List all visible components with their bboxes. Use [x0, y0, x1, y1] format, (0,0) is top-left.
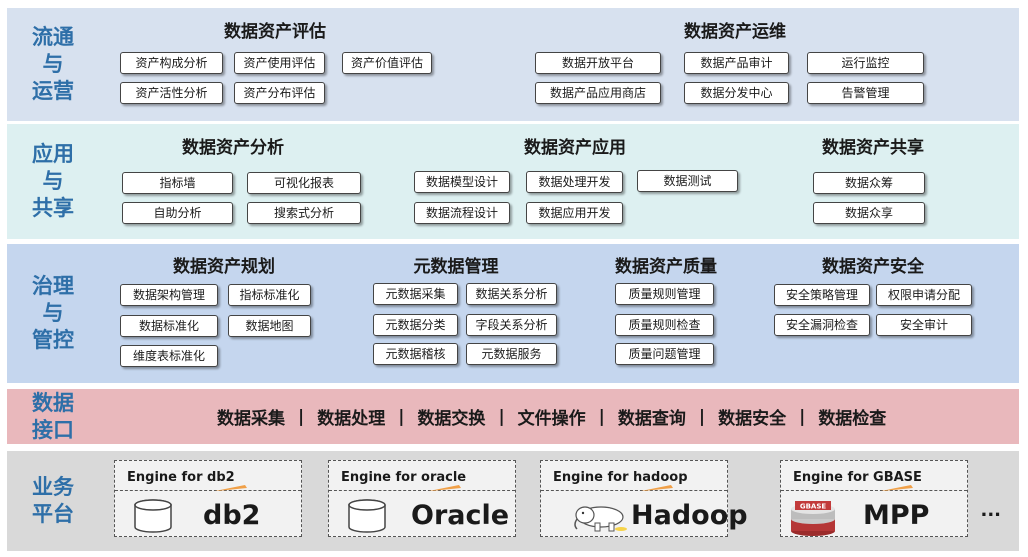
- section-title-evaluation: 数据资产评估: [224, 22, 326, 42]
- box-run-monitor[interactable]: 运行监控: [807, 52, 924, 74]
- more-ellipsis: ...: [980, 500, 1001, 521]
- band-circulation-operation: 流通 与 运营 数据资产评估 资产构成分析 资产使用评估 资产价值评估 资产活性…: [7, 8, 1019, 121]
- box-self-analysis[interactable]: 自助分析: [122, 202, 233, 224]
- box-metadata-classify[interactable]: 元数据分类: [373, 314, 458, 336]
- interface-item[interactable]: 数据处理: [317, 409, 386, 429]
- section-title-operation: 数据资产运维: [684, 22, 786, 42]
- engine-name: db2: [203, 500, 261, 531]
- interface-item[interactable]: 数据查询: [617, 409, 686, 429]
- box-policy-mgmt[interactable]: 安全策略管理: [774, 284, 870, 306]
- box-security-audit[interactable]: 安全审计: [876, 314, 972, 336]
- database-cylinder-icon: [348, 499, 386, 533]
- box-vuln-check[interactable]: 安全漏洞检查: [774, 314, 870, 336]
- band-label: 治理 与 管控: [32, 274, 74, 352]
- box-asset-value[interactable]: 资产价值评估: [342, 52, 432, 74]
- engine-name: Oracle: [411, 500, 510, 531]
- box-dimension-standard[interactable]: 维度表标准化: [120, 345, 218, 367]
- box-quality-rule-check[interactable]: 质量规则检查: [615, 314, 714, 336]
- box-crowdsharing[interactable]: 数据众享: [813, 202, 925, 224]
- engine-hadoop[interactable]: Engine for hadoop Hadoop: [540, 460, 748, 537]
- box-asset-distribution[interactable]: 资产分布评估: [234, 82, 325, 104]
- interface-item[interactable]: 文件操作: [517, 409, 586, 429]
- section-title-planning: 数据资产规划: [173, 257, 275, 277]
- database-cylinder-icon: [134, 499, 172, 533]
- box-alarm-management[interactable]: 告警管理: [807, 82, 924, 104]
- interface-item[interactable]: 数据检查: [818, 409, 887, 429]
- box-field-relation[interactable]: 字段关系分析: [466, 314, 557, 336]
- box-app-dev[interactable]: 数据应用开发: [526, 202, 623, 224]
- box-open-platform[interactable]: 数据开放平台: [535, 52, 661, 74]
- section-title-share: 数据资产共享: [822, 138, 924, 158]
- band-label: 应用 与 共享: [32, 142, 74, 220]
- engine-label: Engine for GBASE: [793, 470, 922, 485]
- interface-item[interactable]: 数据安全: [718, 409, 787, 429]
- band-label: 数据 接口: [32, 390, 74, 442]
- box-asset-composition[interactable]: 资产构成分析: [120, 52, 223, 74]
- band-label: 业务 平台: [32, 475, 74, 526]
- engine-gbase[interactable]: Engine for GBASE GBASE MPP: [780, 460, 968, 537]
- box-quality-issue-mgmt[interactable]: 质量问题管理: [615, 343, 714, 365]
- section-title-analysis: 数据资产分析: [182, 138, 284, 158]
- svg-text:GBASE: GBASE: [800, 503, 827, 511]
- gbase-stack-icon: GBASE: [791, 501, 835, 536]
- engine-oracle[interactable]: Engine for oracle Oracle: [328, 460, 516, 537]
- separator: |: [698, 406, 706, 427]
- box-relation-analysis[interactable]: 数据关系分析: [466, 283, 557, 305]
- engine-name: Hadoop: [631, 500, 748, 531]
- band-application-sharing: 应用 与 共享 数据资产分析 指标墙 可视化报表 自助分析 搜索式分析 数据资产…: [7, 124, 1019, 239]
- box-quality-rule-mgmt[interactable]: 质量规则管理: [615, 283, 714, 305]
- engine-label: Engine for oracle: [341, 470, 467, 485]
- box-distribution-center[interactable]: 数据分发中心: [684, 82, 789, 104]
- box-data-test[interactable]: 数据测试: [637, 170, 738, 192]
- box-permission-apply[interactable]: 权限申请分配: [876, 284, 972, 306]
- engine-label: Engine for hadoop: [553, 470, 688, 485]
- band-business-platform: 业务 平台 Engine for db2 db2 Engine for orac…: [7, 451, 1019, 551]
- box-asset-usage[interactable]: 资产使用评估: [234, 52, 325, 74]
- box-metadata-service[interactable]: 元数据服务: [466, 343, 557, 365]
- box-indicator-wall[interactable]: 指标墙: [122, 172, 233, 194]
- box-data-standard[interactable]: 数据标准化: [120, 315, 218, 337]
- interface-item[interactable]: 数据交换: [417, 409, 486, 429]
- separator: |: [598, 406, 605, 427]
- box-search-analysis[interactable]: 搜索式分析: [247, 202, 361, 224]
- separator: |: [398, 406, 405, 427]
- arrow-icon: [429, 485, 461, 491]
- box-product-audit[interactable]: 数据产品审计: [684, 52, 789, 74]
- box-asset-activity[interactable]: 资产活性分析: [120, 82, 223, 104]
- box-app-store[interactable]: 数据产品应用商店: [535, 82, 661, 104]
- box-visual-report[interactable]: 可视化报表: [247, 172, 361, 194]
- band-governance-control: 治理 与 管控 数据资产规划 数据架构管理 指标标准化 数据标准化 数据地图 维…: [7, 244, 1019, 383]
- interface-list: 数据采集 | 数据处理 | 数据交换 | 文件操作 | 数据查询 | 数据安全 …: [217, 389, 886, 444]
- separator: |: [298, 406, 305, 427]
- hadoop-elephant-icon: [574, 506, 627, 532]
- arrow-icon: [881, 485, 913, 491]
- box-indicator-standard[interactable]: 指标标准化: [228, 284, 311, 306]
- separator: |: [498, 406, 505, 427]
- box-crowdfunding[interactable]: 数据众筹: [813, 172, 925, 194]
- interface-item[interactable]: 数据采集: [217, 409, 285, 429]
- box-flow-design[interactable]: 数据流程设计: [414, 202, 510, 224]
- section-title-quality: 数据资产质量: [615, 257, 717, 277]
- box-architecture-mgmt[interactable]: 数据架构管理: [120, 284, 218, 306]
- engine-db2[interactable]: Engine for db2 db2: [114, 460, 302, 537]
- band-label: 流通 与 运营: [32, 25, 74, 103]
- arrow-icon: [215, 485, 247, 491]
- engine-name: MPP: [863, 500, 930, 531]
- box-metadata-audit[interactable]: 元数据稽核: [373, 343, 458, 365]
- box-data-map[interactable]: 数据地图: [228, 315, 311, 337]
- box-metadata-collect[interactable]: 元数据采集: [373, 283, 458, 305]
- band-data-interface: 数据 接口 数据采集 | 数据处理 | 数据交换 | 文件操作 | 数据查询 |…: [7, 389, 1019, 444]
- box-processing-dev[interactable]: 数据处理开发: [526, 171, 623, 193]
- engine-label: Engine for db2: [127, 470, 235, 485]
- separator: |: [799, 406, 806, 427]
- box-model-design[interactable]: 数据模型设计: [414, 171, 510, 193]
- section-title-metadata: 元数据管理: [413, 257, 499, 277]
- section-title-apply: 数据资产应用: [524, 138, 626, 158]
- arrow-icon: [641, 485, 673, 491]
- section-title-security: 数据资产安全: [822, 257, 924, 277]
